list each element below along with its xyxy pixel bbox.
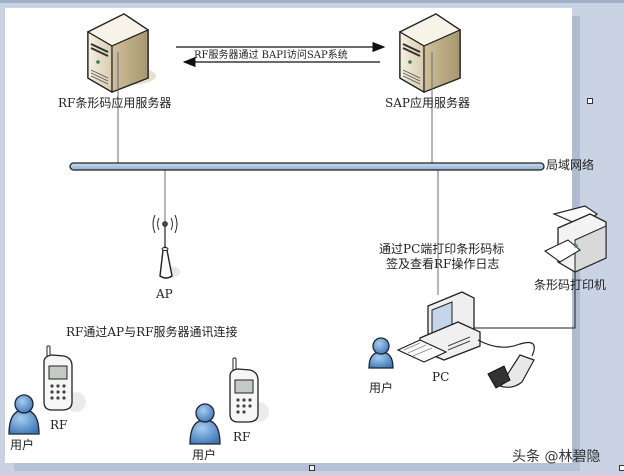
pc-user-label: 用户 [369, 381, 394, 395]
window-top-border [0, 0, 624, 3]
rf-user-1-icon [8, 394, 40, 435]
rf-user-2-label: 用户 [192, 448, 217, 462]
rf-device-2-label: RF [233, 430, 251, 444]
rf-user-1-label: 用户 [10, 438, 35, 452]
pc-user-icon [368, 337, 394, 369]
handheld-rf-terminal-icon [43, 345, 86, 412]
resize-handle-right[interactable] [587, 98, 593, 104]
wireless-access-point-icon [152, 214, 180, 279]
desktop-computer-icon [396, 291, 481, 363]
canvas-shadow-bottom [14, 463, 580, 471]
pc-note-line2: 签及查看RF操作日志 [386, 257, 500, 271]
lan-bus-icon [69, 162, 545, 171]
rf-connection-note: RF通过AP与RF服务器通讯连接 [66, 325, 238, 339]
resize-handle-corner[interactable] [619, 465, 624, 471]
handheld-rf-terminal-icon [229, 357, 269, 423]
rf-device-1-label: RF [50, 418, 68, 432]
resize-handle-bottom[interactable] [309, 465, 315, 471]
printer-label: 条形码打印机 [534, 278, 607, 292]
sap-server-icon [398, 13, 462, 94]
scanner-cable [477, 339, 535, 357]
pc-note-line1: 通过PC端打印条形码标 [379, 242, 505, 256]
rf-server-icon [86, 13, 156, 94]
lan-label: 局域网络 [546, 158, 595, 172]
pc-label: PC [432, 370, 450, 384]
printer-icon [543, 205, 607, 273]
watermark: 头条 @林碧隐 [512, 449, 601, 465]
ap-label: AP [156, 287, 173, 301]
rf-server-label: RF条形码应用服务器 [58, 96, 172, 110]
barcode-scanner-icon [487, 354, 535, 389]
sap-server-label: SAP应用服务器 [385, 96, 470, 110]
bapi-arrow-label: RF服务器通过 BAPI访问SAP系统 [194, 50, 348, 61]
rf-user-2-icon [189, 403, 221, 445]
